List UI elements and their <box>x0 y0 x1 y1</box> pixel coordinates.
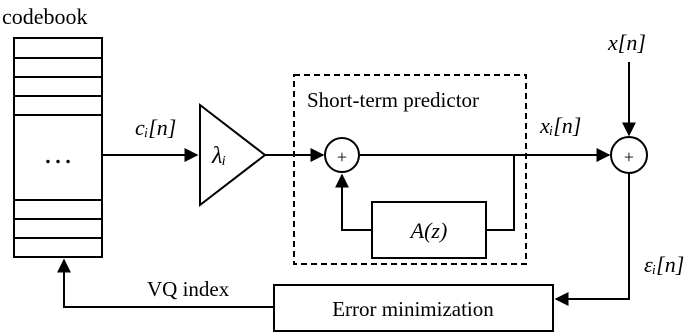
error-arrow <box>554 173 630 306</box>
feedback-arrow <box>335 173 372 231</box>
input-label: x[n] <box>607 30 646 55</box>
vq-index-arrow <box>57 258 274 308</box>
vq-index-label: VQ index <box>147 277 230 301</box>
predictor-output-label: xᵢ[n] <box>539 113 581 138</box>
short-term-predictor-box <box>293 74 527 265</box>
filter-label: A(z) <box>409 218 448 243</box>
filter-block <box>371 201 487 259</box>
codevector-label: cᵢ[n] <box>135 115 176 140</box>
gain-triangle <box>199 102 267 208</box>
short-term-predictor-label: Short-term predictor <box>307 88 479 112</box>
error-adder-plus: + <box>624 147 634 167</box>
codebook-label: codebook <box>2 4 88 29</box>
error-minimization-block <box>273 284 554 332</box>
codebook-block <box>13 37 103 258</box>
error-minimization-label: Error minimization <box>332 297 494 321</box>
feedback-tap-line <box>486 155 515 231</box>
predictor-adder-plus: + <box>337 147 347 167</box>
codebook-ellipsis: … <box>43 137 73 170</box>
error-label: εᵢ[n] <box>644 252 684 277</box>
gain-label: λᵢ <box>211 143 226 169</box>
